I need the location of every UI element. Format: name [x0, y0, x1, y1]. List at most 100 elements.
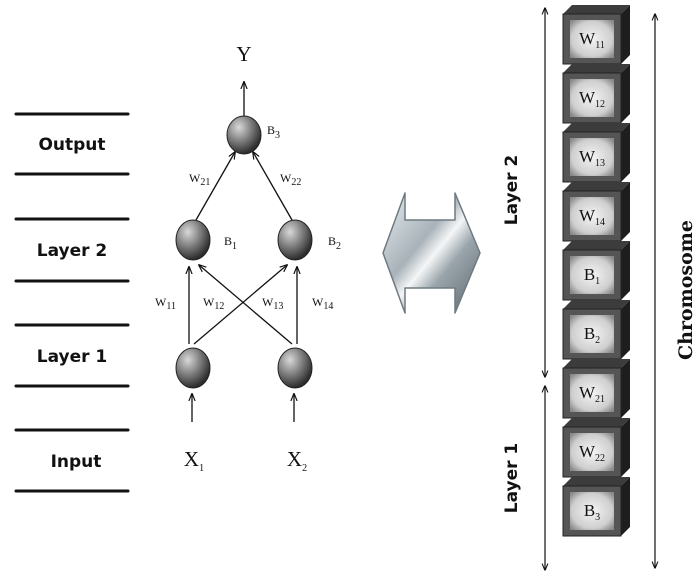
gene-top-face	[563, 300, 630, 309]
layer-label-output-block: Output	[14, 112, 130, 176]
chromosome-gene: B2	[562, 300, 630, 360]
gene-label-subscript: 14	[595, 217, 605, 228]
chromosome-label: Chromosome	[675, 220, 695, 360]
gene-inner-panel	[570, 433, 614, 471]
layer-label-output: Output	[38, 135, 105, 155]
input-node-2	[277, 347, 313, 389]
weight-label-w22: W22	[280, 171, 301, 188]
gene-side-face	[621, 5, 630, 64]
gene-label-subscript: 21	[595, 394, 605, 405]
w22-connection	[253, 152, 293, 221]
gene-label-base: W	[579, 206, 596, 225]
gene-inner-panel	[570, 79, 614, 117]
gene-label-base: W	[579, 383, 596, 402]
layer-label-input: Input	[51, 452, 102, 472]
gene-top-face	[563, 477, 630, 486]
gene-inner-panel	[570, 138, 614, 176]
gene-side-face	[621, 182, 630, 241]
gene-label-subscript: 2	[595, 335, 600, 346]
gene-label-base: B	[584, 265, 595, 284]
layer-label-input-block: Input	[14, 428, 130, 493]
layer-label-layer1: Layer 1	[37, 347, 108, 367]
gene-label: W21	[579, 383, 605, 405]
gene-label-subscript: 3	[595, 512, 600, 523]
weight-label-w13: W13	[262, 295, 283, 312]
gene-label: B1	[584, 265, 600, 287]
chromosome-gene: B1	[562, 241, 630, 301]
gene-label-subscript: 13	[595, 158, 605, 169]
gene-side-face	[621, 64, 630, 123]
chromosome-gene: W11	[562, 5, 630, 65]
hidden-node-2	[277, 219, 313, 261]
gene-top-face	[563, 182, 630, 191]
input-label-x2: X2	[287, 447, 307, 474]
gene-inner-panel	[570, 20, 614, 58]
input-label-x1: X1	[184, 447, 204, 474]
gene-label-subscript: 22	[595, 453, 605, 464]
segment-label-layer2: Layer 2	[502, 155, 522, 226]
gene-inner-panel	[570, 315, 614, 353]
gene-top-face	[563, 241, 630, 250]
gene-side-face	[621, 241, 630, 300]
chromosome-gene: W12	[562, 64, 630, 124]
gene-label-subscript: 1	[595, 276, 600, 287]
gene-label-subscript: 12	[595, 99, 605, 110]
w12-connection	[199, 265, 293, 345]
gene-label-base: B	[584, 324, 595, 343]
layer-label-layer1-block: Layer 1	[14, 323, 130, 388]
gene-inner-panel	[570, 197, 614, 235]
gene-label-base: W	[579, 147, 596, 166]
gene-inner-panel	[570, 256, 614, 294]
weight-label-w21: W21	[189, 171, 210, 188]
gene-label: B3	[584, 501, 600, 523]
weight-label-w11: W11	[155, 295, 176, 312]
gene-side-face	[621, 418, 630, 477]
chromosome-gene: W14	[562, 182, 630, 242]
gene-label-base: B	[584, 501, 595, 520]
chromosome-gene: B3	[562, 477, 630, 537]
gene-label: W12	[579, 88, 605, 110]
gene-label-base: W	[579, 442, 596, 461]
gene-top-face	[563, 64, 630, 73]
bias-label-b2: B2	[328, 234, 341, 252]
gene-label: W11	[579, 29, 605, 51]
chromosome-gene: W22	[562, 418, 630, 478]
chromosome-gene: W21	[562, 359, 630, 419]
layer-label-layer2-block: Layer 2	[14, 217, 130, 283]
gene-label: B2	[584, 324, 600, 346]
weight-label-w12: W12	[203, 295, 224, 312]
gene-side-face	[621, 359, 630, 418]
input-node-1	[175, 347, 211, 389]
gene-side-face	[621, 123, 630, 182]
gene-inner-panel	[570, 492, 614, 530]
weight-label-w14: W14	[312, 295, 333, 312]
chromosome-annotations	[545, 8, 655, 570]
network-connections	[189, 82, 297, 422]
hidden-node-1	[175, 219, 211, 261]
gene-label-base: W	[579, 88, 596, 107]
gene-label: W22	[579, 442, 605, 464]
gene-label-subscript: 11	[595, 40, 605, 51]
gene-label-base: W	[579, 29, 596, 48]
gene-top-face	[563, 418, 630, 427]
w13-connection	[193, 265, 287, 345]
output-symbol: Y	[236, 42, 251, 66]
mapping-double-arrow-icon	[382, 192, 481, 314]
gene-side-face	[621, 300, 630, 359]
bias-label-b3: B3	[267, 123, 280, 141]
output-node	[226, 115, 262, 155]
w21-connection	[195, 152, 235, 221]
gene-inner-panel	[570, 374, 614, 412]
chromosome-gene: W13	[562, 123, 630, 183]
gene-top-face	[563, 359, 630, 368]
gene-label: W14	[579, 206, 605, 228]
gene-top-face	[563, 5, 630, 14]
network-nodes	[175, 115, 313, 389]
gene-side-face	[621, 477, 630, 536]
bias-label-b1: B1	[224, 234, 237, 252]
gene-label: W13	[579, 147, 605, 169]
layer-label-layer2: Layer 2	[37, 241, 108, 261]
segment-label-layer1: Layer 1	[502, 443, 522, 514]
